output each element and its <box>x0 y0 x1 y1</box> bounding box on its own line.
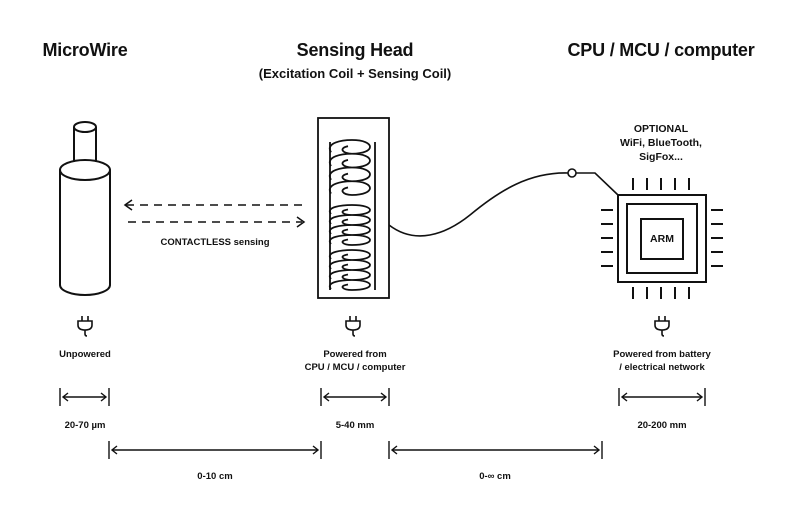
contactless-label: CONTACTLESS sensing <box>160 237 270 248</box>
distance-head-cpu: 0-∞ cm <box>479 471 511 482</box>
sensing-head-subtitle: (Excitation Coil + Sensing Coil) <box>258 66 452 81</box>
sensing-head-title: Sensing Head <box>296 40 414 60</box>
cpu-chip-illustration <box>601 178 723 299</box>
optional-connectivity: WiFi, BlueTooth, <box>620 137 702 149</box>
contactless-arrows <box>123 199 306 228</box>
sensing-head-size: 5-40 mm <box>335 420 375 431</box>
microwire-power: Unpowered <box>59 349 111 360</box>
cpu-title: CPU / MCU / computer <box>567 40 755 60</box>
microwire-size: 20-70 µm <box>64 420 106 431</box>
cpu-power-line1: Powered from battery <box>613 349 711 360</box>
optional-connectivity-more: SigFox... <box>639 151 683 163</box>
plug-icon <box>654 315 670 337</box>
microwire-illustration <box>59 121 111 296</box>
cable <box>388 168 619 237</box>
plug-icon <box>77 315 93 337</box>
dimension-markers <box>59 388 706 459</box>
sensing-head-illustration <box>317 117 390 299</box>
cpu-power-line2: / electrical network <box>619 362 705 373</box>
sensing-head-power-line1: Powered from <box>323 349 387 360</box>
microwire-title: MicroWire <box>42 40 128 60</box>
sensing-head-power-line2: CPU / MCU / computer <box>304 362 406 373</box>
distance-wire-head: 0-10 cm <box>197 471 233 482</box>
plug-icon <box>345 315 361 337</box>
cpu-size: 20-200 mm <box>637 420 687 431</box>
chip-label: ARM <box>650 233 674 245</box>
optional-heading: OPTIONAL <box>633 123 689 135</box>
